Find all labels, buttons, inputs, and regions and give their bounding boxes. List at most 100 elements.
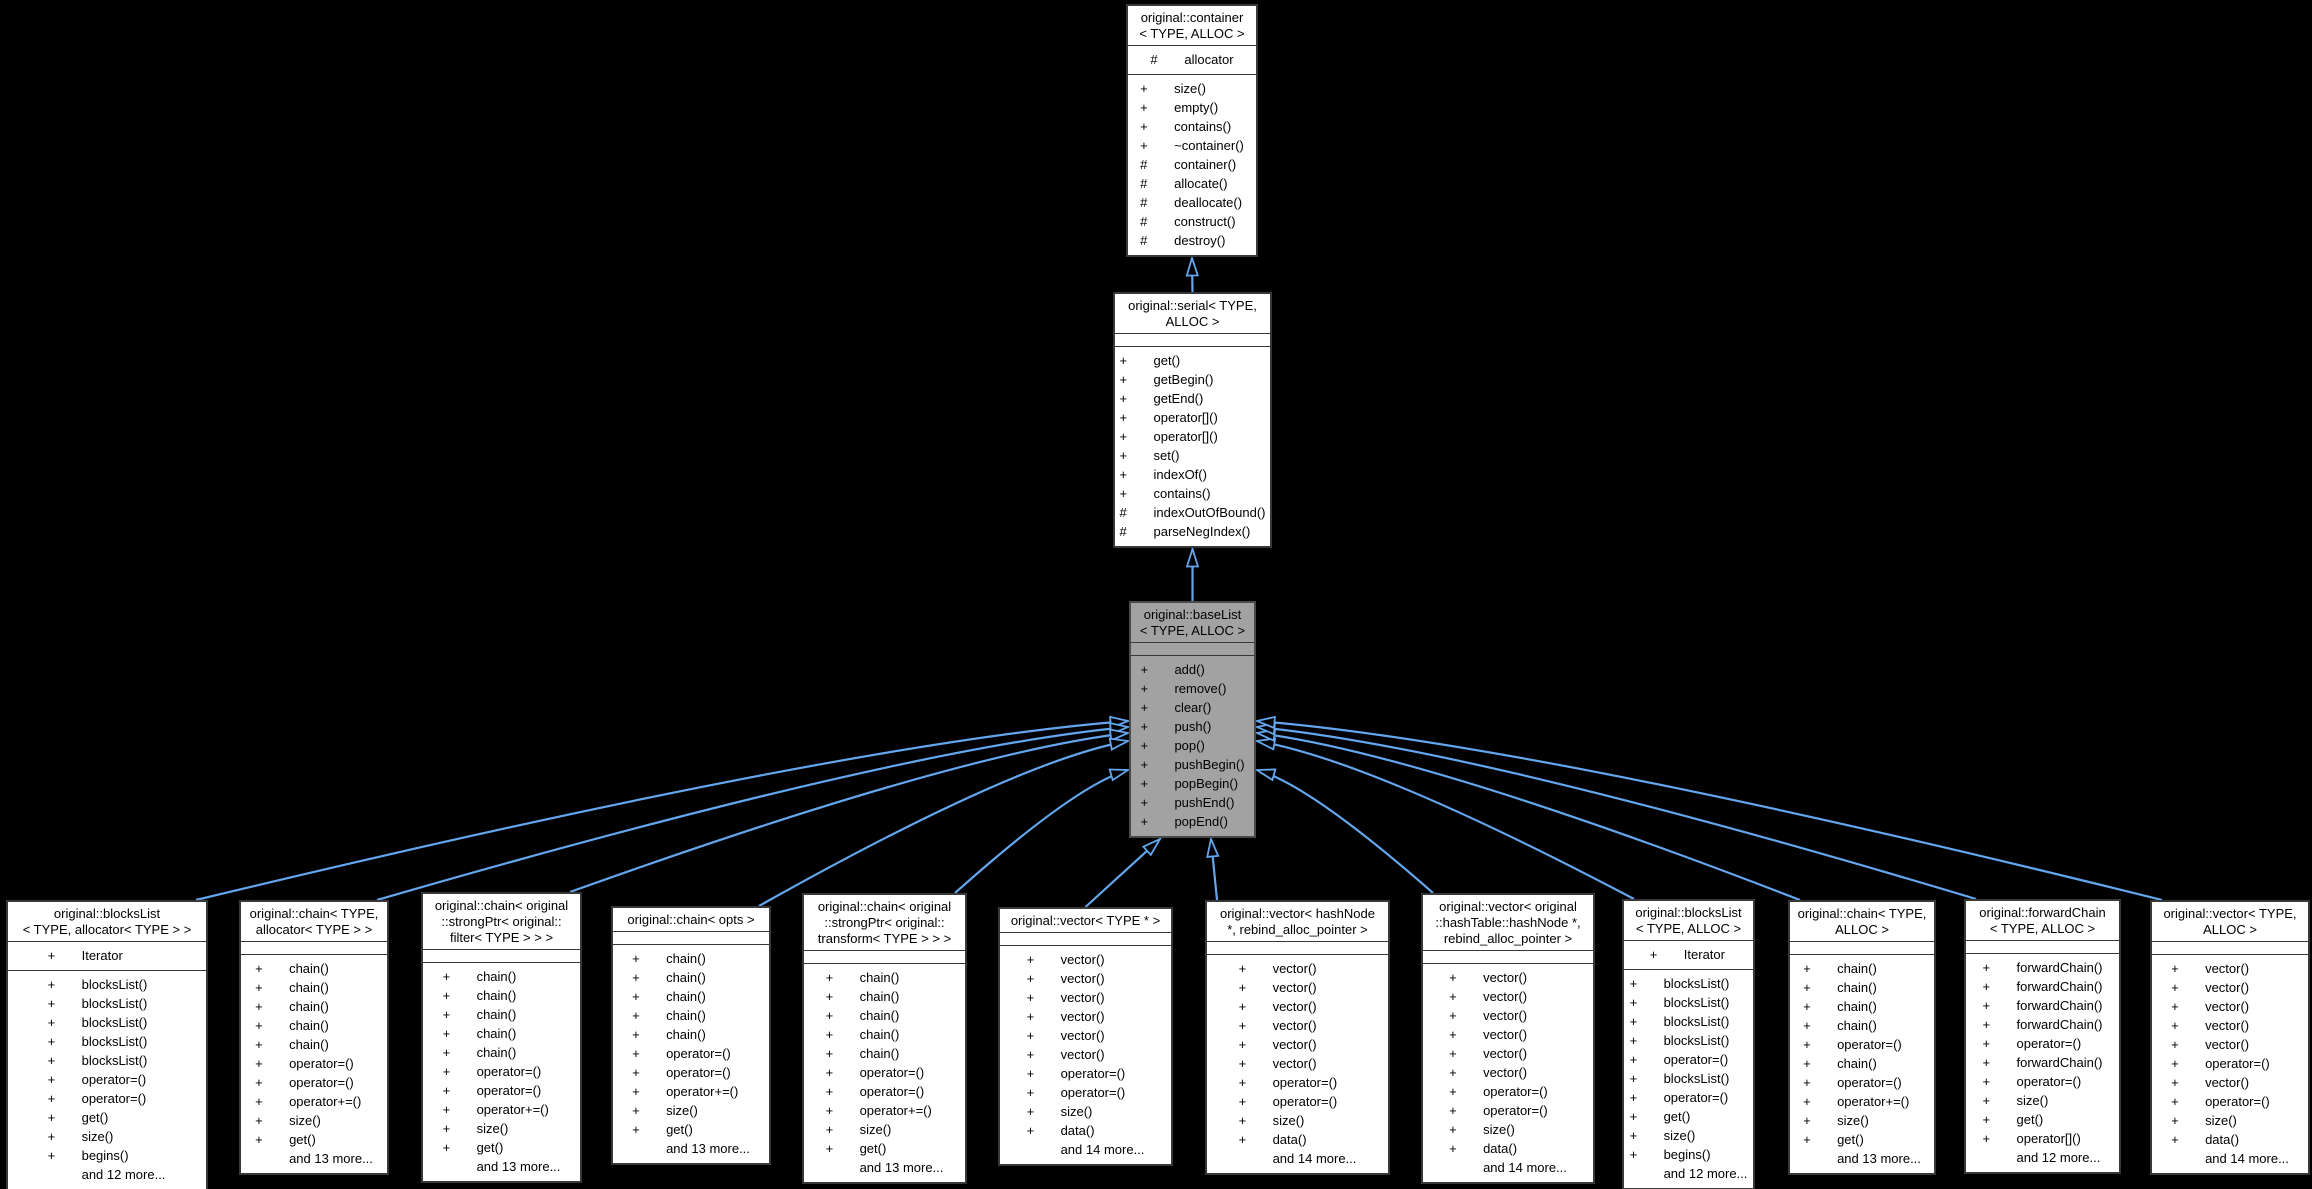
method-row: +vector() (1449, 987, 1567, 1006)
method-row: +vector() (1027, 1026, 1145, 1045)
class-box-serial[interactable]: original::serial< TYPE,ALLOC >+get()+get… (1113, 292, 1272, 548)
visibility-symbol: + (255, 961, 263, 976)
method-name: allocate() (1174, 176, 1228, 191)
class-box-chain-strongptr-filter[interactable]: original::chain< original::strongPtr< or… (421, 892, 582, 1183)
method-name: operator=() (1483, 1103, 1548, 1118)
method-row: +operator=() (1027, 1064, 1145, 1083)
class-box-baseList[interactable]: original::baseList< TYPE, ALLOC >+add()+… (1129, 601, 1256, 838)
class-title-line: ALLOC > (1835, 922, 1889, 937)
class-box-container[interactable]: original::container< TYPE, ALLOC >#alloc… (1126, 4, 1258, 257)
method-row: +operator=() (2171, 1092, 2289, 1111)
class-title: original::blocksList< TYPE, allocator< T… (8, 902, 206, 941)
class-box-chain-opts[interactable]: original::chain< opts >+chain()+chain()+… (611, 906, 771, 1165)
method-name: clear() (1174, 700, 1212, 715)
inheritance-edge-vector-hashnode-to-baseList (1211, 839, 1217, 901)
class-title-line: original::chain< TYPE, (1797, 906, 1927, 921)
method-name: chain() (859, 989, 900, 1004)
visibility-symbol: + (825, 1122, 834, 1137)
method-row: +vector() (2171, 1073, 2289, 1092)
attributes-compartment (2152, 941, 2308, 954)
method-row: +size() (1803, 1111, 1921, 1130)
method-row: +vector() (1027, 969, 1145, 988)
visibility-symbol: + (47, 1148, 56, 1163)
method-row: +operator=() (1027, 1083, 1145, 1102)
visibility-symbol: + (1629, 1090, 1638, 1105)
visibility-symbol: + (1982, 1112, 1991, 1127)
method-name: set() (1153, 448, 1180, 463)
methods-compartment: +add()+remove()+clear()+push()+pop()+pus… (1131, 655, 1254, 836)
method-row: #allocate() (1140, 174, 1244, 193)
inheritance-edge-forwardChain-to-baseList (1257, 727, 1977, 901)
inheritance-edge-chain-opts-to-baseList (758, 741, 1128, 907)
method-name: vector() (2205, 1018, 2250, 1033)
class-box-chain-strongptr-transform[interactable]: original::chain< original::strongPtr< or… (802, 893, 967, 1184)
method-name: forwardChain() (2016, 960, 2103, 975)
method-name: operator+=() (289, 1094, 362, 1109)
class-title: original::chain< TYPE,allocator< TYPE > … (241, 902, 387, 941)
class-title: original::baseList< TYPE, ALLOC > (1131, 603, 1254, 642)
method-row: +get() (1119, 351, 1265, 370)
methods-compartment: +chain()+chain()+chain()+chain()+chain()… (613, 944, 769, 1163)
class-box-vector-type-alloc[interactable]: original::vector< TYPE,ALLOC >+vector()+… (2150, 900, 2310, 1175)
visibility-symbol: + (1629, 995, 1638, 1010)
method-row: +chain() (1803, 1054, 1921, 1073)
class-box-blocksList-type-alloc[interactable]: original::blocksList< TYPE, ALLOC >+Iter… (1622, 899, 1755, 1189)
more-methods-label: and 13 more... (289, 1151, 373, 1166)
method-name: operator=() (666, 1065, 731, 1080)
method-row: +empty() (1140, 98, 1244, 117)
attributes-compartment (804, 950, 965, 963)
method-name: operator=() (666, 1046, 731, 1061)
visibility-symbol: + (2171, 1037, 2179, 1052)
method-name: operator=() (859, 1065, 925, 1080)
class-title-line: original::vector< TYPE, (2163, 906, 2297, 921)
method-name: container() (1174, 157, 1237, 172)
visibility-symbol: + (1449, 1103, 1457, 1118)
method-name: vector() (1483, 1046, 1528, 1061)
method-row: +get() (1983, 1110, 2103, 1129)
visibility-symbol: + (825, 1027, 834, 1042)
class-title-line: original::chain< TYPE, (249, 906, 379, 921)
method-name: blocksList() (1663, 976, 1730, 991)
visibility-symbol: # (1140, 195, 1148, 210)
visibility-symbol: + (632, 1046, 640, 1061)
method-row: +remove() (1140, 679, 1244, 698)
class-box-blocksList-allocator[interactable]: original::blocksList< TYPE, allocator< T… (6, 900, 208, 1189)
method-row: +vector() (1449, 1006, 1567, 1025)
visibility-symbol: + (1982, 998, 1991, 1013)
method-name: data() (1060, 1123, 1095, 1138)
more-methods-label: and 12 more... (2016, 1150, 2101, 1165)
method-row: +operator=() (632, 1063, 750, 1082)
class-box-vector-hashtable-hashnode[interactable]: original::vector< original::hashTable::h… (1421, 893, 1595, 1184)
visibility-symbol: + (1449, 1046, 1457, 1061)
method-row: +vector() (1239, 1016, 1357, 1035)
class-box-forwardChain[interactable]: original::forwardChain< TYPE, ALLOC >+fo… (1964, 899, 2121, 1174)
method-row: +chain() (1803, 997, 1921, 1016)
method-name: size() (666, 1103, 698, 1118)
visibility-symbol: + (1982, 960, 1991, 975)
method-name: get() (859, 1141, 887, 1156)
methods-compartment: +vector()+vector()+vector()+vector()+vec… (1207, 954, 1388, 1173)
class-box-chain-type-alloc[interactable]: original::chain< TYPE,ALLOC >+chain()+ch… (1788, 900, 1936, 1175)
visibility-symbol: + (47, 977, 56, 992)
method-row: +operator+=() (443, 1100, 561, 1119)
method-row: +size() (2171, 1111, 2289, 1130)
visibility-symbol: + (442, 1102, 451, 1117)
method-name: operator[]() (1153, 410, 1218, 425)
attributes-compartment: +Iterator (1624, 940, 1753, 969)
visibility-symbol: + (1140, 138, 1148, 153)
class-box-vector-type-ptr[interactable]: original::vector< TYPE * >+vector()+vect… (998, 907, 1173, 1166)
visibility-symbol: + (255, 1037, 263, 1052)
method-row: +size() (1239, 1111, 1357, 1130)
inheritance-edge-chain-strongptr-filter-to-baseList (569, 733, 1128, 894)
visibility-symbol: + (1026, 1104, 1035, 1119)
visibility-symbol: + (2171, 1132, 2179, 1147)
visibility-symbol: + (825, 1046, 834, 1061)
class-title: original::vector< TYPE,ALLOC > (2152, 902, 2308, 941)
class-box-chain-allocator[interactable]: original::chain< TYPE,allocator< TYPE > … (239, 900, 389, 1175)
visibility-symbol: + (1119, 353, 1128, 368)
method-name: vector() (1272, 1018, 1317, 1033)
visibility-symbol: + (1140, 738, 1149, 753)
method-row: +begins() (1630, 1145, 1748, 1164)
class-title-line: original::serial< TYPE, (1128, 298, 1257, 313)
class-box-vector-hashnode[interactable]: original::vector< hashNode*, rebind_allo… (1205, 900, 1390, 1175)
